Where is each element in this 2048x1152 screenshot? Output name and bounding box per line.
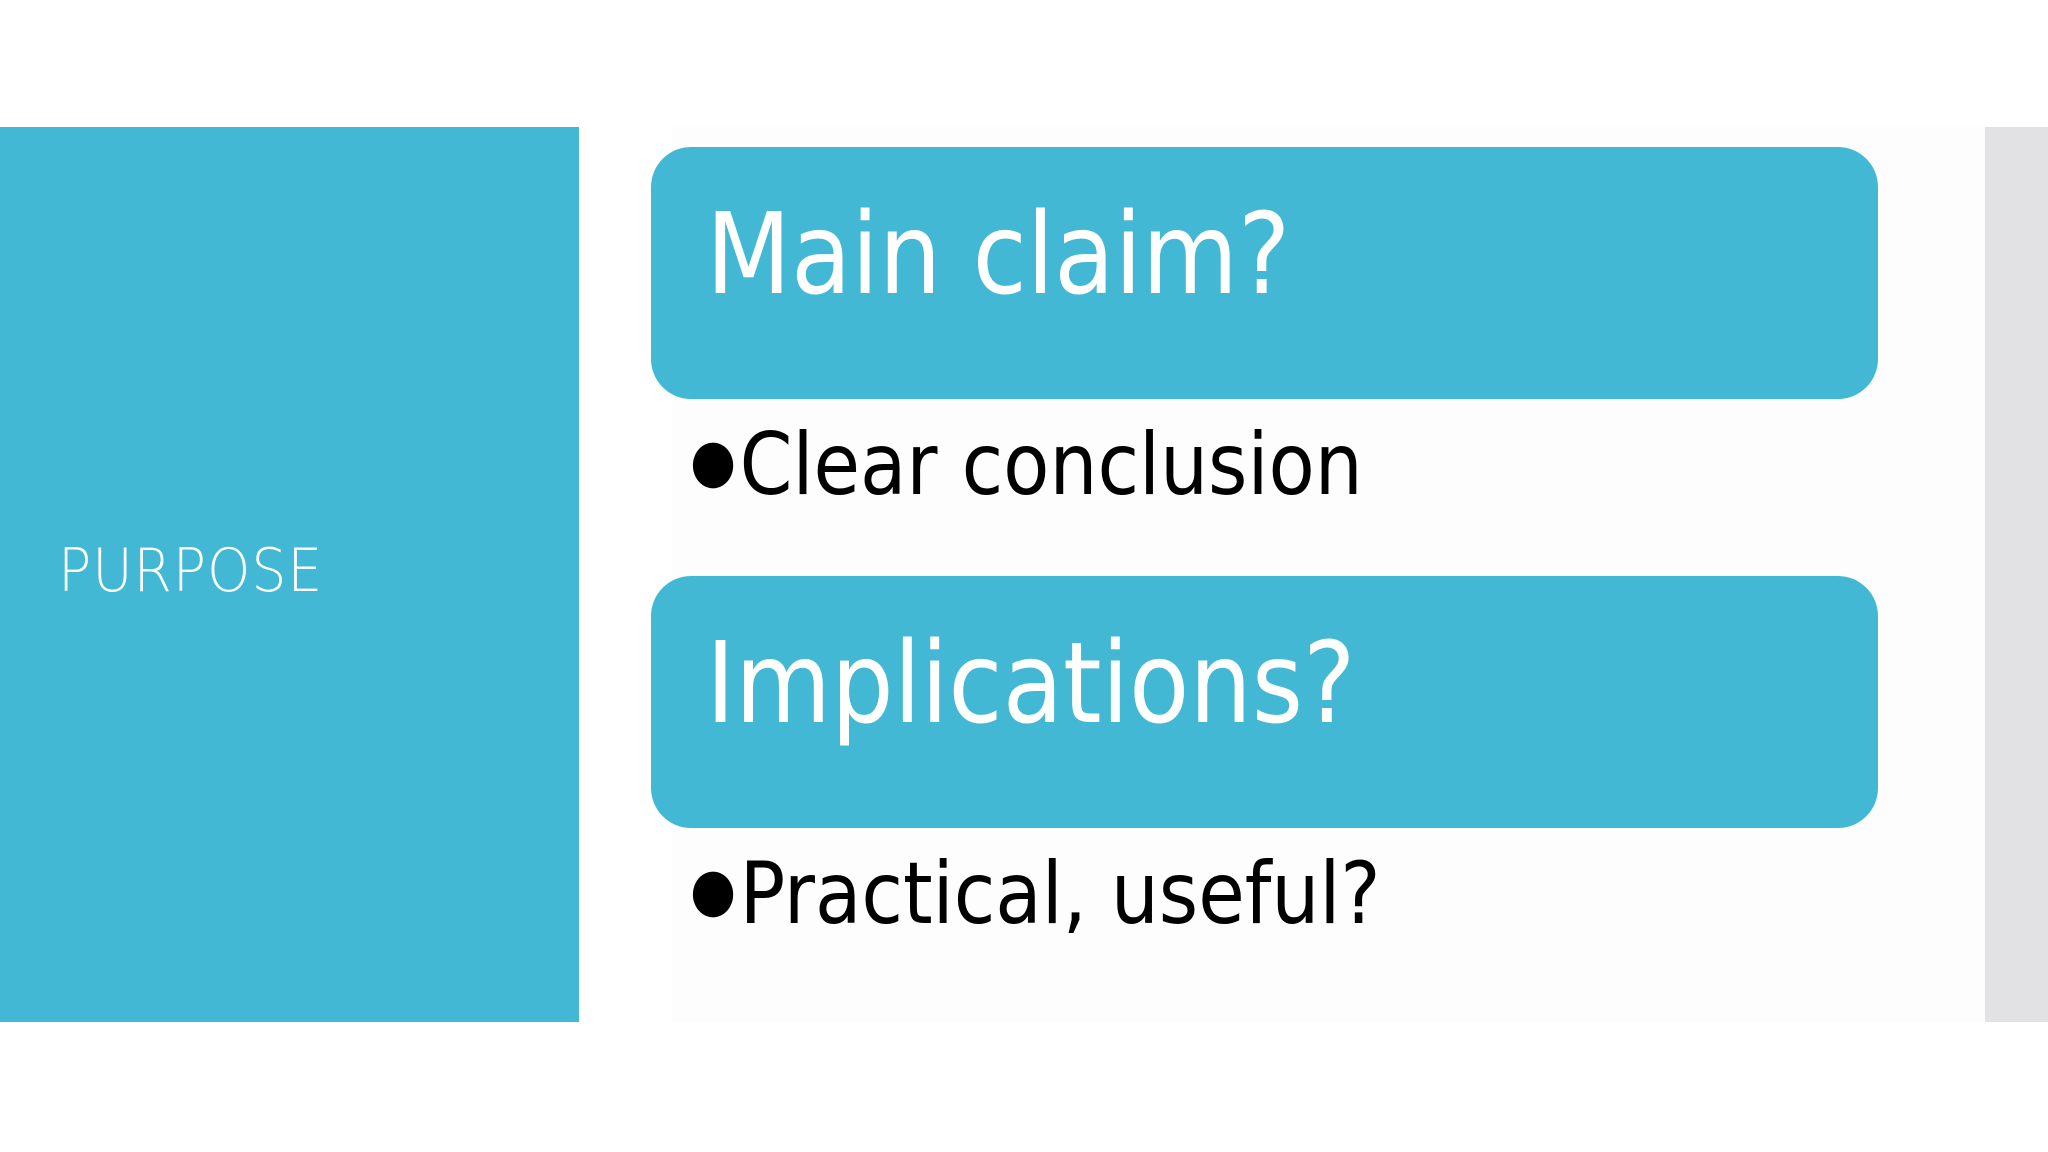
right-edge-panel [1985,127,2048,1022]
bullet-dot-icon: ● [690,854,737,925]
side-label: PURPOSE [58,536,324,606]
side-panel [0,127,579,1022]
bullet-text: Clear conclusion [739,415,1363,515]
bullet-item: ●Practical, useful? [690,851,1381,937]
bullet-text: Practical, useful? [739,844,1381,944]
bullet-item: ●Clear conclusion [690,422,1363,508]
heading-implications: Implications? [706,619,1356,749]
heading-box-main-claim: Main claim? [651,147,1878,399]
heading-main-claim: Main claim? [706,190,1291,320]
bullet-dot-icon: ● [690,425,737,496]
heading-box-implications: Implications? [651,576,1878,828]
